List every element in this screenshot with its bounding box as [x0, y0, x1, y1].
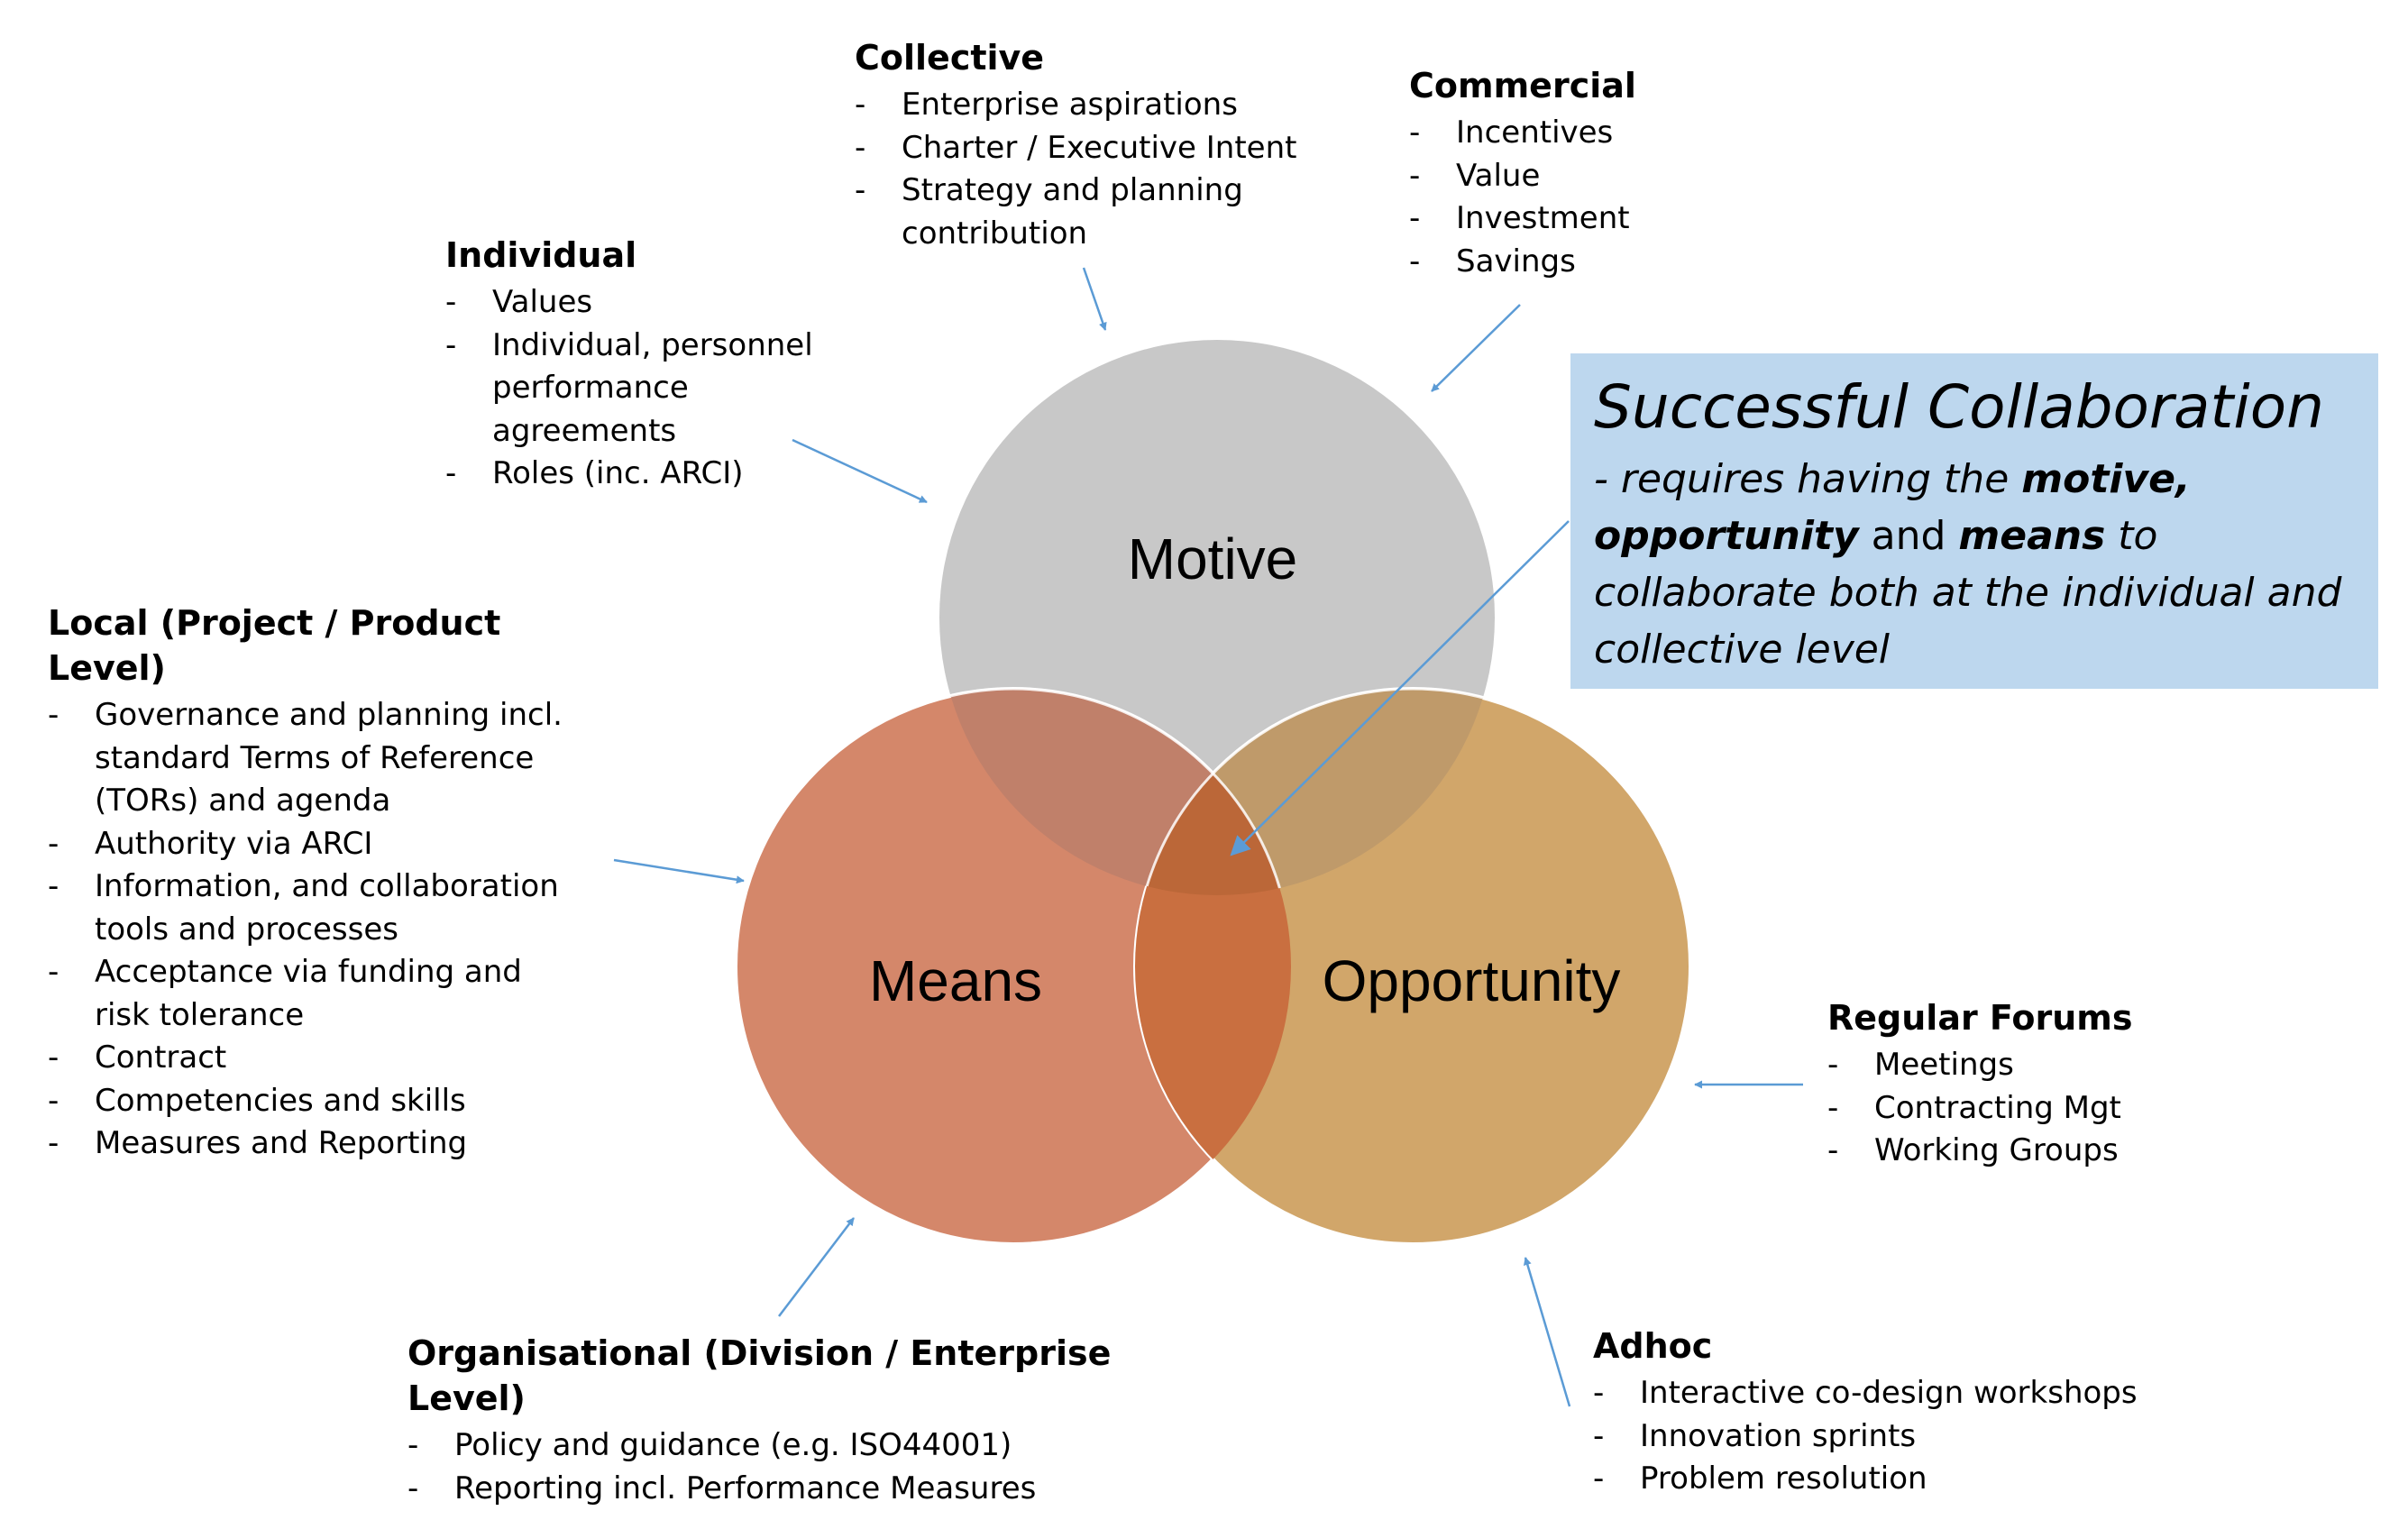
means-label: Means — [869, 948, 1042, 1013]
list-item: Innovation sprints — [1593, 1415, 2170, 1459]
list-item: Contract — [48, 1037, 571, 1080]
callout-body-emphasis: means — [1958, 513, 2106, 559]
list-item: Problem resolution — [1593, 1458, 2170, 1501]
list-item: Investment — [1409, 197, 1788, 241]
list-item: Enterprise aspirations — [855, 84, 1323, 127]
arrow-organisational — [778, 1217, 855, 1317]
organisational-group: Organisational (Division / Enterprise Le… — [407, 1331, 1201, 1510]
adhoc-group: Adhoc Interactive co-design workshops In… — [1593, 1323, 2170, 1501]
organisational-title: Organisational (Division / Enterprise Le… — [407, 1333, 1112, 1418]
motive-means-overlap — [939, 689, 1291, 895]
list-item: Individual, personnel performance agreem… — [445, 325, 878, 453]
local-title: Local (Project / Product Level) — [48, 603, 501, 688]
list-item: Interactive co-design workshops — [1593, 1372, 2170, 1415]
organisational-list: Policy and guidance (e.g. ISO44001) Repo… — [407, 1424, 1201, 1510]
list-item: Acceptance via funding and risk toleranc… — [48, 951, 571, 1037]
list-item: Governance and planning incl. standard T… — [48, 694, 571, 823]
list-item: Reporting incl. Performance Measures — [407, 1468, 1201, 1511]
list-item: Strategy and planning contribution — [855, 169, 1323, 255]
list-item: Roles (inc. ARCI) — [445, 453, 878, 496]
collective-title: Collective — [855, 38, 1045, 78]
motive-label: Motive — [1128, 527, 1298, 591]
list-item: Information, and collaboration tools and… — [48, 865, 571, 951]
motive-opportunity-overlap — [1135, 689, 1495, 895]
list-item: Meetings — [1827, 1044, 2206, 1087]
individual-list: Values Individual, personnel performance… — [445, 281, 878, 496]
individual-title: Individual — [445, 235, 637, 275]
commercial-group: Commercial Incentives Value Investment S… — [1409, 63, 1788, 283]
commercial-title: Commercial — [1409, 66, 1636, 105]
callout-title: Successful Collaboration — [1594, 372, 2324, 442]
list-item: Authority via ARCI — [48, 823, 571, 866]
adhoc-list: Interactive co-design workshops Innovati… — [1593, 1372, 2170, 1501]
list-item: Values — [445, 281, 878, 325]
regular-forums-list: Meetings Contracting Mgt Working Groups — [1827, 1044, 2206, 1173]
regular-forums-title: Regular Forums — [1827, 998, 2133, 1038]
list-item: Working Groups — [1827, 1130, 2206, 1173]
callout-body-part: and — [1858, 513, 1959, 559]
collective-group: Collective Enterprise aspirations Charte… — [855, 35, 1323, 255]
arrow-commercial — [1431, 304, 1521, 392]
local-list: Governance and planning incl. standard T… — [48, 694, 571, 1166]
callout-body-part: - requires having the — [1594, 456, 2022, 502]
local-group: Local (Project / Product Level) Governan… — [48, 600, 571, 1166]
callout-body: - requires having the motive, opportunit… — [1594, 451, 2355, 678]
list-item: Savings — [1409, 241, 1788, 284]
commercial-list: Incentives Value Investment Savings — [1409, 112, 1788, 283]
collective-list: Enterprise aspirations Charter / Executi… — [855, 84, 1323, 255]
list-item: Charter / Executive Intent — [855, 127, 1323, 170]
arrow-collective — [1082, 267, 1107, 331]
individual-group: Individual Values Individual, personnel … — [445, 233, 878, 496]
list-item: Competencies and skills — [48, 1080, 571, 1123]
callout-box: Successful Collaboration - requires havi… — [1570, 353, 2378, 689]
arrow-adhoc — [1523, 1257, 1571, 1407]
list-item: Contracting Mgt — [1827, 1087, 2206, 1131]
list-item: Incentives — [1409, 112, 1788, 155]
opportunity-label: Opportunity — [1323, 948, 1621, 1013]
arrow-callout — [1230, 520, 1570, 856]
regular-forums-group: Regular Forums Meetings Contracting Mgt … — [1827, 995, 2206, 1173]
arrow-local — [613, 858, 745, 884]
callout-body-part: to collaborate both at the individual an… — [1594, 513, 2342, 673]
list-item: Policy and guidance (e.g. ISO44001) — [407, 1424, 1201, 1468]
list-item: Measures and Reporting — [48, 1122, 571, 1166]
callout-body-emphasis: motive, opportunity — [1594, 456, 2191, 559]
list-item: Value — [1409, 155, 1788, 198]
adhoc-title: Adhoc — [1593, 1326, 1713, 1366]
